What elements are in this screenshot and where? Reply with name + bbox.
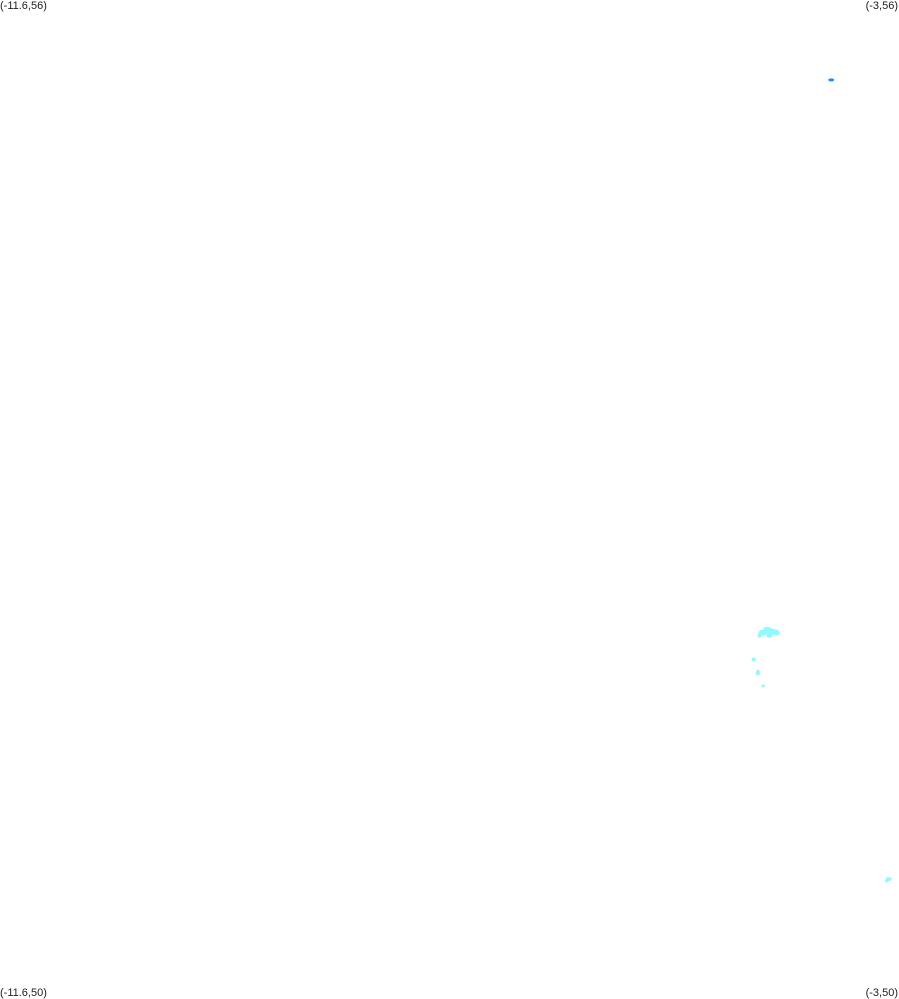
map-feature-part — [755, 669, 760, 676]
map-feature-part — [773, 629, 780, 636]
map-feature-part — [761, 684, 765, 688]
map-feature-part — [885, 879, 889, 883]
map-feature-part — [751, 657, 756, 662]
map-feature-blob-south-east — [885, 877, 892, 883]
corner-label-bottom-left: (-11.6,50) — [0, 987, 47, 999]
map-feature-blob-cluster-small-3 — [761, 684, 765, 688]
map-feature-part — [757, 633, 762, 638]
corner-label-top-right: (-3,56) — [865, 0, 898, 12]
map-feature-part — [828, 78, 835, 82]
corner-label-top-left: (-11.6,56) — [0, 0, 47, 12]
map-feature-blob-cluster-small-2 — [755, 669, 760, 676]
feature-layer — [751, 78, 892, 883]
map-feature-part — [766, 633, 773, 638]
corner-label-bottom-right: (-3,50) — [865, 987, 898, 999]
map-feature-blob-north — [828, 78, 835, 82]
map-feature-blob-cluster-main — [757, 626, 780, 638]
map-feature-blob-cluster-small-1 — [751, 657, 756, 662]
